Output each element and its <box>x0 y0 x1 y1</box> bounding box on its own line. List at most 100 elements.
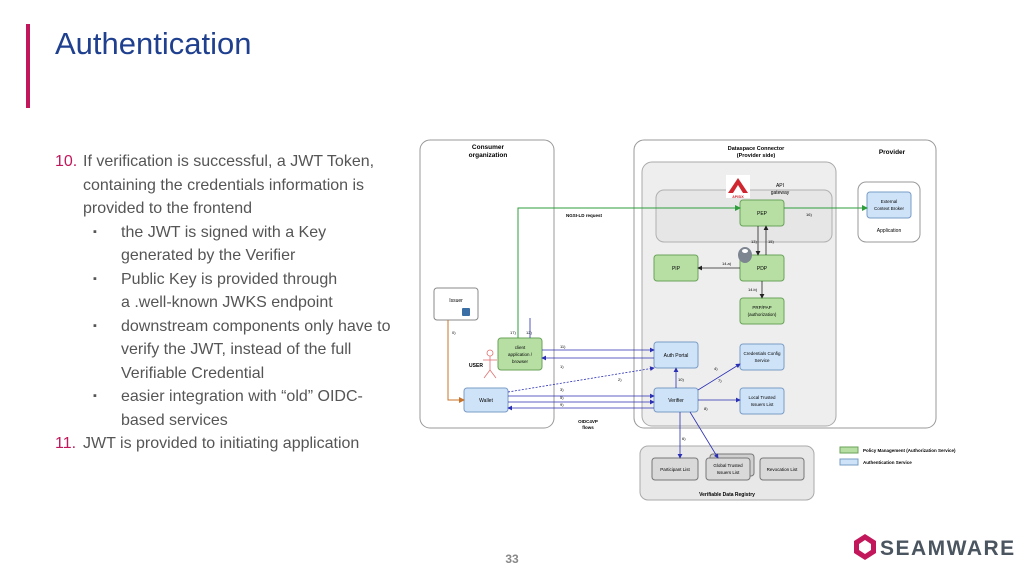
seamware-logo-icon <box>854 534 876 560</box>
bullet-text-line: based services <box>121 411 228 429</box>
connector-title: Dataspace Connector <box>728 146 785 152</box>
step-14b-label: 14.b) <box>748 287 758 292</box>
list-item-11: 11. JWT is provided to initiating applic… <box>55 432 415 456</box>
step-4-label: 4) <box>714 366 718 371</box>
bullet-text-line: a .well-known JWKS endpoint <box>121 294 333 311</box>
list-item-10: 10. If verification is successful, a JWT… <box>55 150 415 221</box>
slide-body: 10. If verification is successful, a JWT… <box>55 150 415 456</box>
prp-pap-label: (authorization) <box>748 312 777 317</box>
step-8-label: 8) <box>704 406 708 411</box>
opa-icon <box>738 247 752 263</box>
item-text-line: If verification is successful, a JWT Tok… <box>83 153 375 170</box>
step-6-label: 6) <box>682 436 686 441</box>
step-9-label: 9) <box>560 402 564 407</box>
step-12-label: 12) <box>526 330 532 335</box>
slide-title: Authentication <box>55 26 252 61</box>
architecture-diagram: Consumer organization Provider Dataspace… <box>419 139 956 501</box>
step-1-label: 1) <box>560 364 564 369</box>
api-gateway-label: API <box>776 183 784 189</box>
step-13-label: 13) <box>751 239 757 244</box>
sub-bullet: ▪ the JWT is signed with a Key generated… <box>55 221 415 268</box>
wallet-to-auth-arrow <box>507 366 655 393</box>
bullet-marker: ▪ <box>93 390 97 402</box>
bullet-text-line: Verifiable Credential <box>121 364 265 382</box>
auth-portal-label: Auth Portal <box>664 353 689 359</box>
oidc4vp-label: OIDC4VP <box>578 419 598 424</box>
revocation-list-box <box>759 457 805 481</box>
sub-bullet: ▪ downstream components only have to ver… <box>55 315 415 386</box>
bullet-marker: ▪ <box>93 319 97 332</box>
step-15-label: 15) <box>768 239 774 244</box>
client-app-label: client <box>515 345 526 350</box>
prp-pap-label: PRP/PAP <box>752 305 771 310</box>
consumer-title: Consumer <box>472 144 505 151</box>
page-number: 33 <box>505 552 519 566</box>
legend-policy-label: Policy Management (Authorization Service… <box>863 448 956 453</box>
title-accent-bar <box>26 24 30 108</box>
bullet-text-line: easier integration with “old” OIDC- <box>121 388 363 405</box>
global-trusted-label: Global Trusted <box>713 463 743 468</box>
bullet-text-line: verify the JWT, instead of the full <box>121 341 352 358</box>
client-app-box <box>497 337 543 371</box>
step-3-label: 3) <box>560 387 564 392</box>
sub-bullet: ▪ Public Key is provided through a .well… <box>55 268 415 315</box>
ngsi-request-label: NGSI-LD request <box>566 213 603 218</box>
ext-broker-box <box>866 191 912 219</box>
item-text-line: provided to the frontend <box>83 200 253 217</box>
verifier-to-config-arrow <box>697 363 741 391</box>
client-app-label: browser <box>512 359 529 364</box>
step-11-label: 11) <box>560 344 566 349</box>
client-app-label: application / <box>508 352 533 357</box>
verifier-label: Verifier <box>668 398 684 404</box>
step-14a-label: 14.a) <box>722 261 732 266</box>
pep-label: PEP <box>757 211 768 217</box>
cred-config-label: Credentials Config <box>743 351 781 356</box>
seamware-logo-text: SEAMWARE <box>880 537 1016 560</box>
application-label: Application <box>877 228 902 234</box>
issuer-app-icon <box>462 308 470 316</box>
local-trusted-label: Issuers List <box>751 402 775 407</box>
step-7-label: 7) <box>718 378 722 383</box>
issuer-box <box>433 287 479 321</box>
item-text-line: containing the credentials information i… <box>83 176 365 194</box>
api-gateway-label: gateway <box>771 190 790 196</box>
cred-config-label: Service <box>754 358 770 363</box>
item-number: 10. <box>55 153 78 170</box>
step-2-label: 2) <box>618 377 622 382</box>
participant-list-box <box>651 457 699 481</box>
sub-bullet: ▪ easier integration with “old” OIDC- ba… <box>55 385 415 432</box>
item-text-line: JWT is provided to initiating applicatio… <box>83 435 360 452</box>
bullet-marker: ▪ <box>93 272 97 285</box>
item-number: 11. <box>55 435 77 452</box>
pdp-label: PDP <box>757 266 768 272</box>
global-trusted-box <box>705 457 751 481</box>
pip-label: PIP <box>672 266 681 272</box>
user-icon <box>483 349 497 379</box>
ext-broker-label: External <box>881 199 898 204</box>
cred-config-box <box>739 343 785 371</box>
step-5-label: 5) <box>560 395 564 400</box>
pep-box <box>739 199 785 227</box>
consumer-org-box <box>419 139 555 429</box>
oidc4vp-label: flows <box>582 425 594 430</box>
bullet-text-line: downstream components only have to <box>121 317 391 335</box>
bullet-text-line: the JWT is signed with a Key <box>121 223 327 241</box>
user-label: USER <box>469 363 483 369</box>
step-10-label: 10) <box>678 377 684 382</box>
wallet-label: Wallet <box>479 398 493 404</box>
prp-pap-box <box>739 297 785 325</box>
verifier-to-global-arrow <box>689 411 719 459</box>
local-trusted-label: Local Trusted <box>748 395 776 400</box>
issuer-label: Issuer <box>449 298 463 304</box>
participant-list-label: Participant List <box>660 467 690 472</box>
apisix-icon <box>728 178 748 193</box>
ngsi-request-arrow <box>517 205 741 338</box>
revocation-list-label: Revocation List <box>767 467 799 472</box>
local-trusted-box <box>739 387 785 415</box>
provider-title: Provider <box>879 149 906 156</box>
bullet-text-line: Public Key is provided through <box>121 270 338 288</box>
step-17-label: 17) <box>510 330 516 335</box>
legend-policy-swatch <box>839 446 859 454</box>
registry-title: Verifiable Data Registry <box>699 492 755 498</box>
legend-auth-label: Authentication Service <box>863 460 912 465</box>
